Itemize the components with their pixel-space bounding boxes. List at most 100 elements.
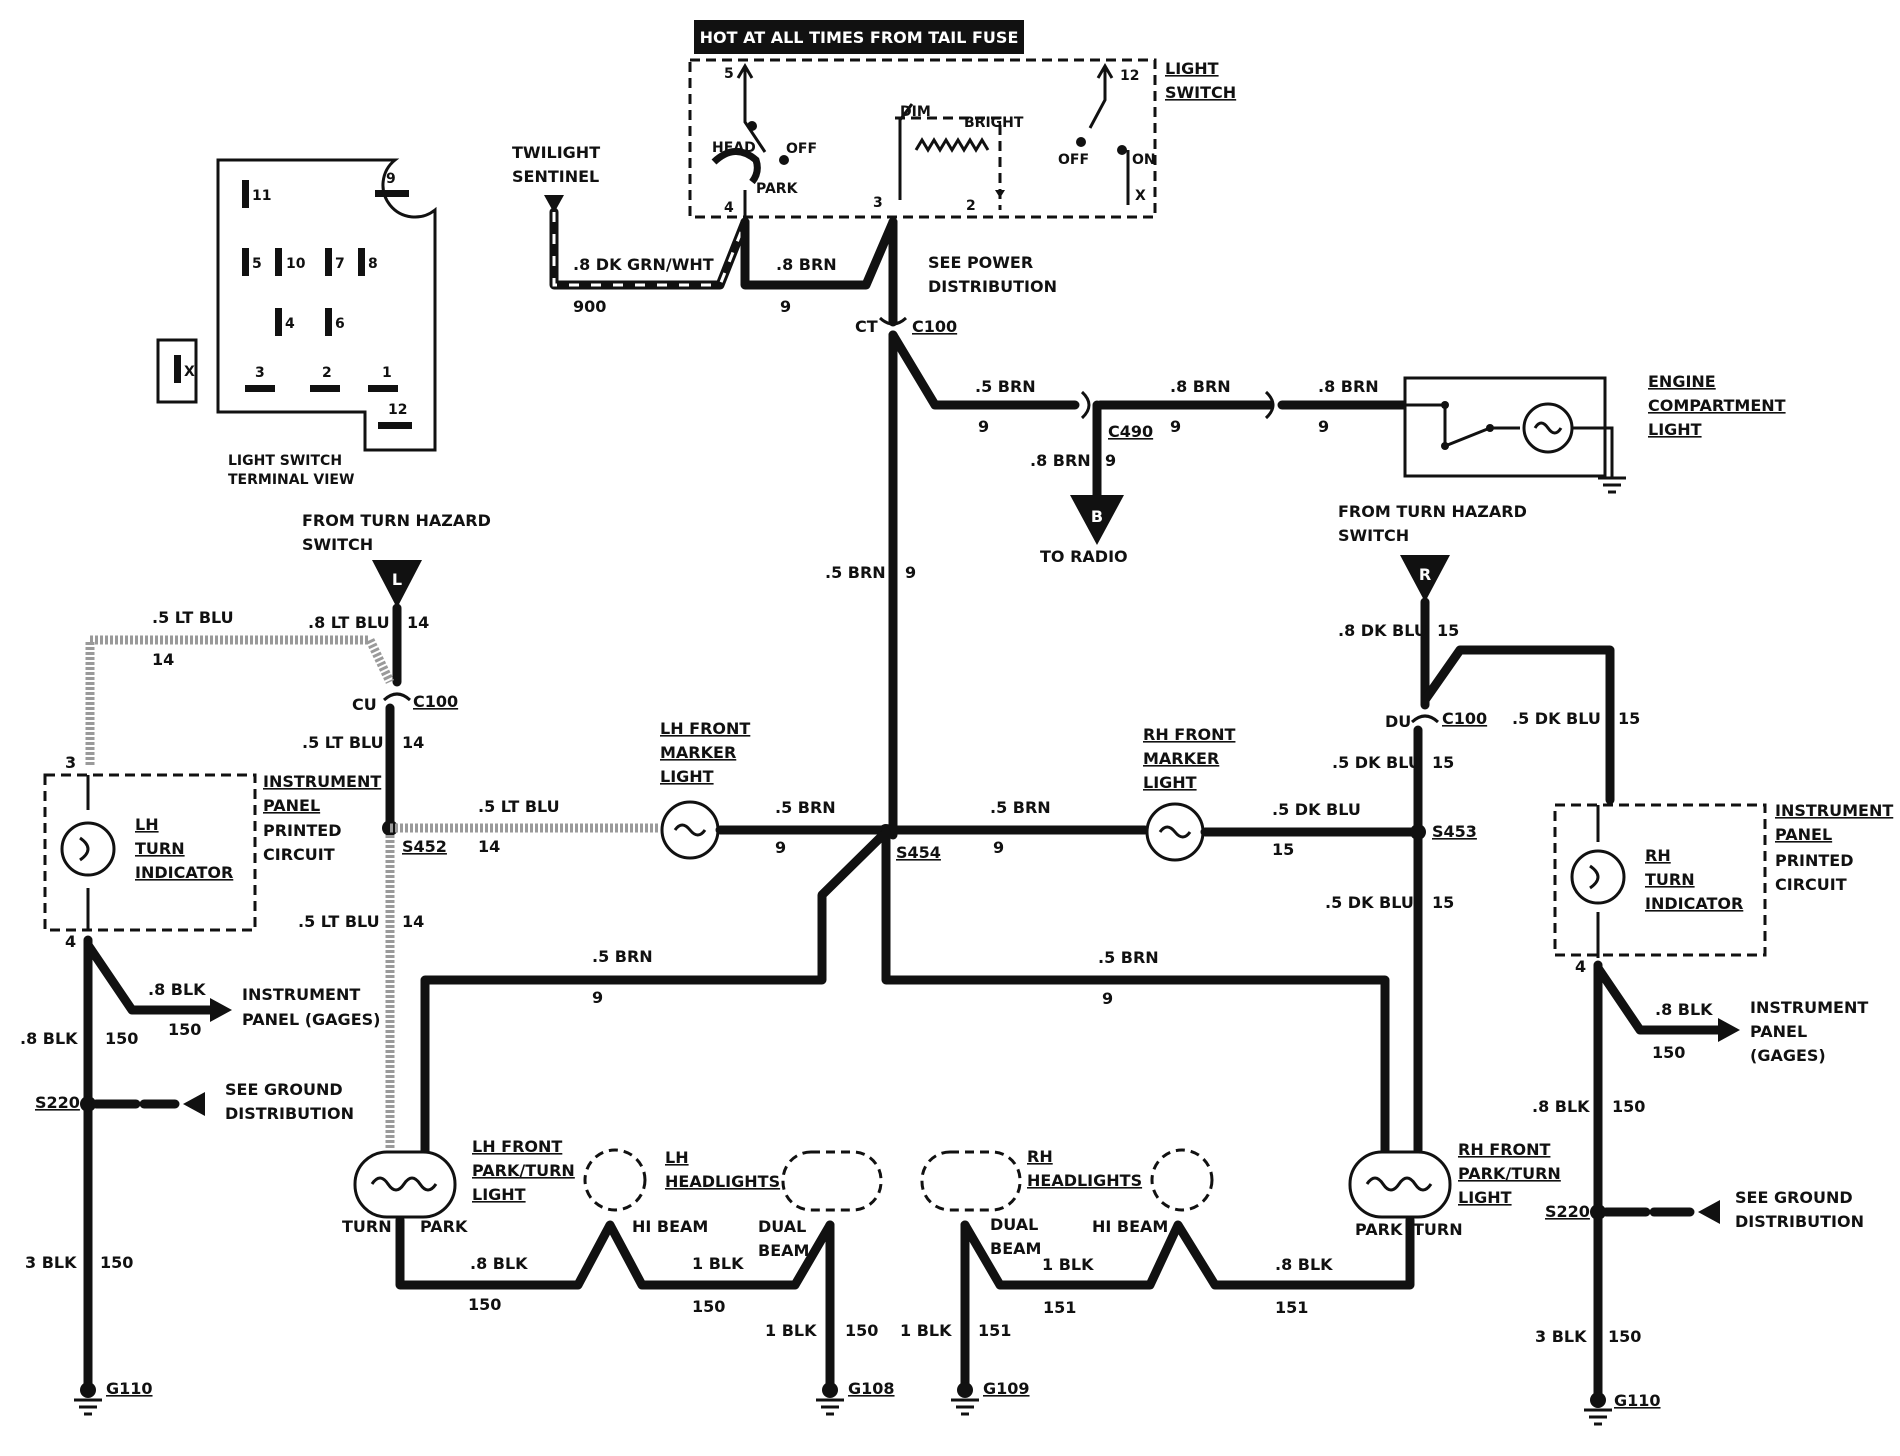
lh-ground-circuit-1: 150 <box>468 1295 501 1314</box>
terminal-blade <box>325 308 332 336</box>
rh-marker-label-line3: LIGHT <box>1143 773 1197 792</box>
lh-indicator-label-line1: LH <box>135 815 159 834</box>
rh-park-turn-label-line2: PARK/TURN <box>1458 1164 1561 1183</box>
lh-ground-dist-label-line1: SEE GROUND <box>225 1080 343 1099</box>
engine-lamp-switch-contact <box>1441 442 1449 450</box>
rh-lower-ground-circuit: 150 <box>1608 1327 1641 1346</box>
rh-turn-hazard-letter: R <box>1419 565 1431 584</box>
terminal-view-outline <box>216 158 437 452</box>
radio-connector-arrow <box>1070 495 1124 545</box>
lh-park-feed-circuit: 9 <box>592 988 603 1007</box>
terminal-blade <box>325 248 332 276</box>
lh-s220-splice <box>80 1096 96 1112</box>
lh-indicator-filament <box>79 836 90 862</box>
rh-gages-label-line1: INSTRUMENT <box>1750 998 1868 1017</box>
lh-turn-feed-circuit: 14 <box>407 613 429 632</box>
g109-ground-point <box>957 1382 973 1398</box>
terminal-x-blade <box>174 355 181 383</box>
terminal-view-caption-line1: LIGHT SWITCH <box>228 453 342 469</box>
rh-indicator-filament <box>1589 864 1600 890</box>
rh-dual-beam-label-line1: DUAL <box>990 1215 1038 1234</box>
lh-gages-arrow <box>210 998 232 1022</box>
tail-fuse-banner <box>694 20 1024 54</box>
headlamp-switch-contact <box>779 155 789 165</box>
rh-park-turn-filaments <box>1365 1176 1433 1192</box>
switch-feed-wire-label: .8 BRN <box>776 255 837 274</box>
twilight-sentinel-label-line2: SENTINEL <box>512 167 599 186</box>
lh-upper-ground-circuit: 150 <box>105 1029 138 1048</box>
rh-marker-filament <box>1158 825 1192 839</box>
lh-ground-point <box>80 1382 96 1398</box>
rh-dual-beam-label-line2: BEAM <box>990 1239 1041 1258</box>
twilight-circuit-label: 900 <box>573 297 606 316</box>
lh-gages-circuit: 150 <box>168 1020 201 1039</box>
g108-ground-symbol <box>816 1398 844 1416</box>
lh-gages-label-line2: PANEL (GAGES) <box>242 1010 380 1029</box>
dimmer-dashed-link <box>895 116 1002 210</box>
lh-marker-right-circuit: 9 <box>775 838 786 857</box>
rh-park-terminal-label: PARK <box>1355 1220 1403 1239</box>
lh-ground-symbol <box>74 1398 102 1416</box>
c490-feed-wire <box>888 330 1080 410</box>
rh-marker-right-wire-label: .5 DK BLU <box>1272 800 1361 819</box>
rh-turn-hazard-label-line1: FROM TURN HAZARD <box>1338 502 1527 521</box>
center-trunk-circuit-label: 9 <box>905 563 916 582</box>
lh-ground-circuit-3: 150 <box>845 1321 878 1340</box>
lh-ground-circuit-2: 150 <box>692 1297 725 1316</box>
terminal-blade <box>375 190 409 197</box>
rh-headlights-label-line2: HEADLIGHTS <box>1027 1171 1142 1190</box>
rh-instrument-cluster: RH TURN INDICATOR INSTRUMENT PANEL PRINT… <box>1532 801 1893 1426</box>
inline-connector <box>1264 390 1275 420</box>
terminal-label: 5 <box>252 256 262 272</box>
rh-ground-distribution-arrow <box>1698 1200 1720 1224</box>
lh-front-lights: .5 BRN 9 LH FRONT PARK/TURN LIGHT TURN P… <box>342 827 895 1416</box>
terminal-label: X <box>184 364 195 380</box>
lh-turn-hazard-label-line1: FROM TURN HAZARD <box>302 511 491 530</box>
dim-label: DIM <box>900 104 931 120</box>
lh-park-feed-wire-label: .5 BRN <box>592 947 653 966</box>
rh-marker-left-circuit: 9 <box>993 838 1004 857</box>
twilight-wire-label: .8 DK GRN/WHT <box>573 255 714 274</box>
engine-compartment-feed: .5 BRN 9 .8 BRN 9 .8 BRN 9 C490 .8 BRN 9… <box>888 330 1786 566</box>
terminal-blade <box>242 248 249 276</box>
rh-ground-symbol <box>1584 1408 1612 1426</box>
pin-2-label: 2 <box>966 198 976 214</box>
s454-label: S454 <box>896 843 941 862</box>
center-trunk-wire-label: .5 BRN <box>825 563 886 582</box>
terminal-label: 8 <box>368 256 378 272</box>
lh-turn-hazard-letter: L <box>392 570 402 589</box>
rh-panel-label-line4: CIRCUIT <box>1775 875 1847 894</box>
lh-marker-left-circuit: 14 <box>478 837 500 856</box>
s453-label: S453 <box>1432 822 1477 841</box>
rh-ground-circuit-2: 151 <box>978 1321 1011 1340</box>
lh-headlights-label-line1: LH <box>665 1148 689 1167</box>
engine-compartment-label-line1: ENGINE <box>1648 372 1716 391</box>
rh-turn-feed-wire-label: .8 DK BLU <box>1338 621 1427 640</box>
lh-front-marker-light: LH FRONT MARKER LIGHT .5 BRN 9 <box>660 719 891 860</box>
lh-c100-connector <box>382 692 412 702</box>
lh-hi-beam-label: HI BEAM <box>632 1217 708 1236</box>
rh-panel-label-line2: PANEL <box>1775 825 1832 844</box>
lh-ground-distribution-arrow <box>183 1092 205 1116</box>
head-label: HEAD <box>712 140 756 156</box>
lh-marker-right-wire-label: .5 BRN <box>775 798 836 817</box>
rh-ground-dist-label-line1: SEE GROUND <box>1735 1188 1853 1207</box>
lh-dual-beam-bulb <box>781 1150 883 1212</box>
terminal-blade <box>275 308 282 336</box>
rh-indicator-pin4: 4 <box>1575 957 1586 976</box>
rh-turn-trunk-label: .5 DK BLU <box>1332 753 1421 772</box>
s452-label: S452 <box>402 837 447 856</box>
engine-lamp-ground-symbol <box>1598 476 1626 494</box>
terminal-blade <box>378 422 412 429</box>
lh-ground-wire-1-label: .8 BLK <box>470 1254 528 1273</box>
park-label: PARK <box>756 181 799 197</box>
lh-s220-label: S220 <box>35 1093 80 1112</box>
override-switch-arrow <box>1096 63 1114 79</box>
override-on-contact <box>1117 145 1127 155</box>
rh-ground-circuit-1: 151 <box>1043 1298 1076 1317</box>
bright-label: BRIGHT <box>964 115 1024 131</box>
rh-ground-circuit-3: 151 <box>1275 1298 1308 1317</box>
rh-upper-ground-circuit: 150 <box>1612 1097 1645 1116</box>
lh-printed-circuit-box <box>43 773 257 932</box>
rh-park-feed-wire-label: .5 BRN <box>1098 948 1159 967</box>
